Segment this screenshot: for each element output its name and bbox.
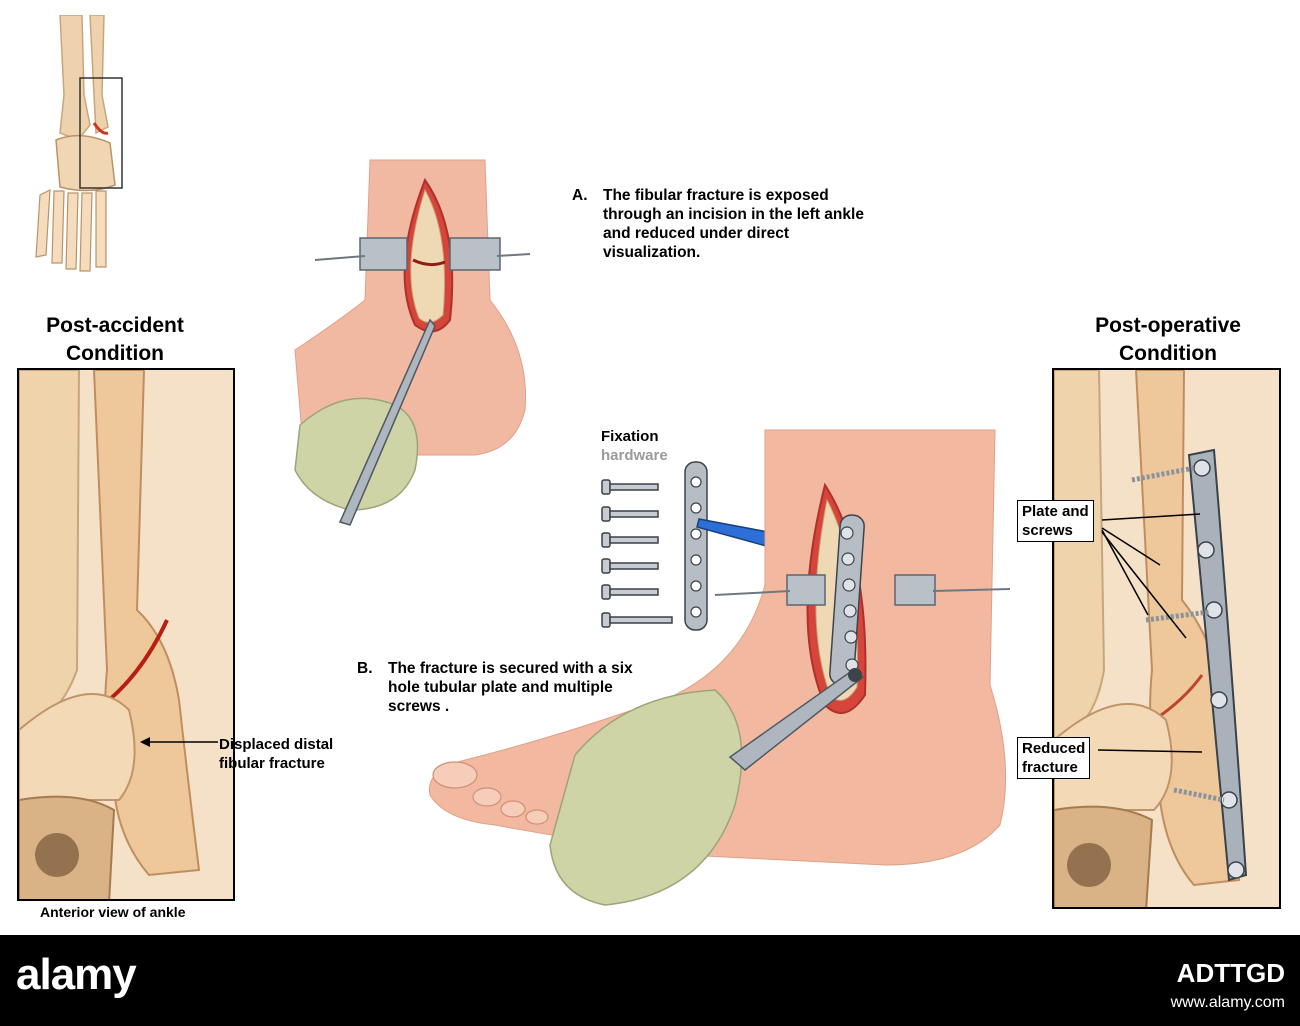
reduced-label-line1: Reduced [1022, 740, 1086, 757]
step-a-text: The fibular fracture is exposed through … [603, 187, 864, 261]
step-b-text: The fracture is secured with a six hole … [388, 660, 633, 715]
post-operative-heading-line2: Condition [1119, 342, 1217, 365]
displaced-label-line1: Displaced distal [219, 736, 334, 753]
post-operative-panel [1052, 368, 1281, 909]
screw-6 [601, 612, 673, 628]
screw-4 [601, 558, 659, 574]
foot-skeleton-overview [20, 15, 145, 285]
plate-label-line2: screws [1022, 522, 1073, 539]
plate-label-line1: Plate and [1022, 503, 1089, 520]
site-url: www.alamy.com [1170, 994, 1285, 1011]
displaced-fracture-label: Displaced distal fibular fracture [219, 735, 359, 773]
plate-leader-lines [1101, 513, 1201, 639]
anterior-view-caption: Anterior view of ankle [40, 904, 186, 920]
reduced-leader-line [1097, 749, 1203, 753]
screw-2 [601, 506, 659, 522]
plated-foot-illustration [425, 425, 1015, 920]
reduced-fracture-label: Reduced fracture [1017, 737, 1091, 779]
alamy-logo: alamy [16, 950, 137, 999]
post-operative-heading-line1: Post-operative [1095, 314, 1241, 337]
fixation-label-line2: hardware [601, 447, 668, 464]
image-id: ADTTGD [1176, 958, 1285, 988]
screws-set [600, 475, 680, 635]
tubular-plate [683, 460, 709, 632]
displaced-label-line2: fibular fracture [219, 755, 325, 772]
fixation-label-line1: Fixation [601, 428, 659, 445]
post-accident-panel [17, 368, 235, 901]
reduced-label-line2: fracture [1022, 759, 1078, 776]
plate-and-screws-label: Plate and screws [1017, 500, 1094, 542]
post-accident-heading-line1: Post-accident [46, 314, 184, 337]
fixation-hardware-label: Fixation hardware [601, 427, 711, 465]
step-b-letter: B. [357, 660, 373, 677]
post-accident-heading: Post-accident Condition [20, 312, 210, 368]
post-operative-heading: Post-operative Condition [1068, 312, 1268, 368]
post-accident-heading-line2: Condition [66, 342, 164, 365]
screw-5 [601, 584, 659, 600]
step-a-letter: A. [572, 187, 588, 204]
incision-illustration [285, 150, 535, 545]
screw-1 [601, 479, 659, 495]
displaced-leader-line [140, 737, 218, 747]
screw-3 [601, 532, 659, 548]
watermark-footer [0, 935, 1300, 1026]
